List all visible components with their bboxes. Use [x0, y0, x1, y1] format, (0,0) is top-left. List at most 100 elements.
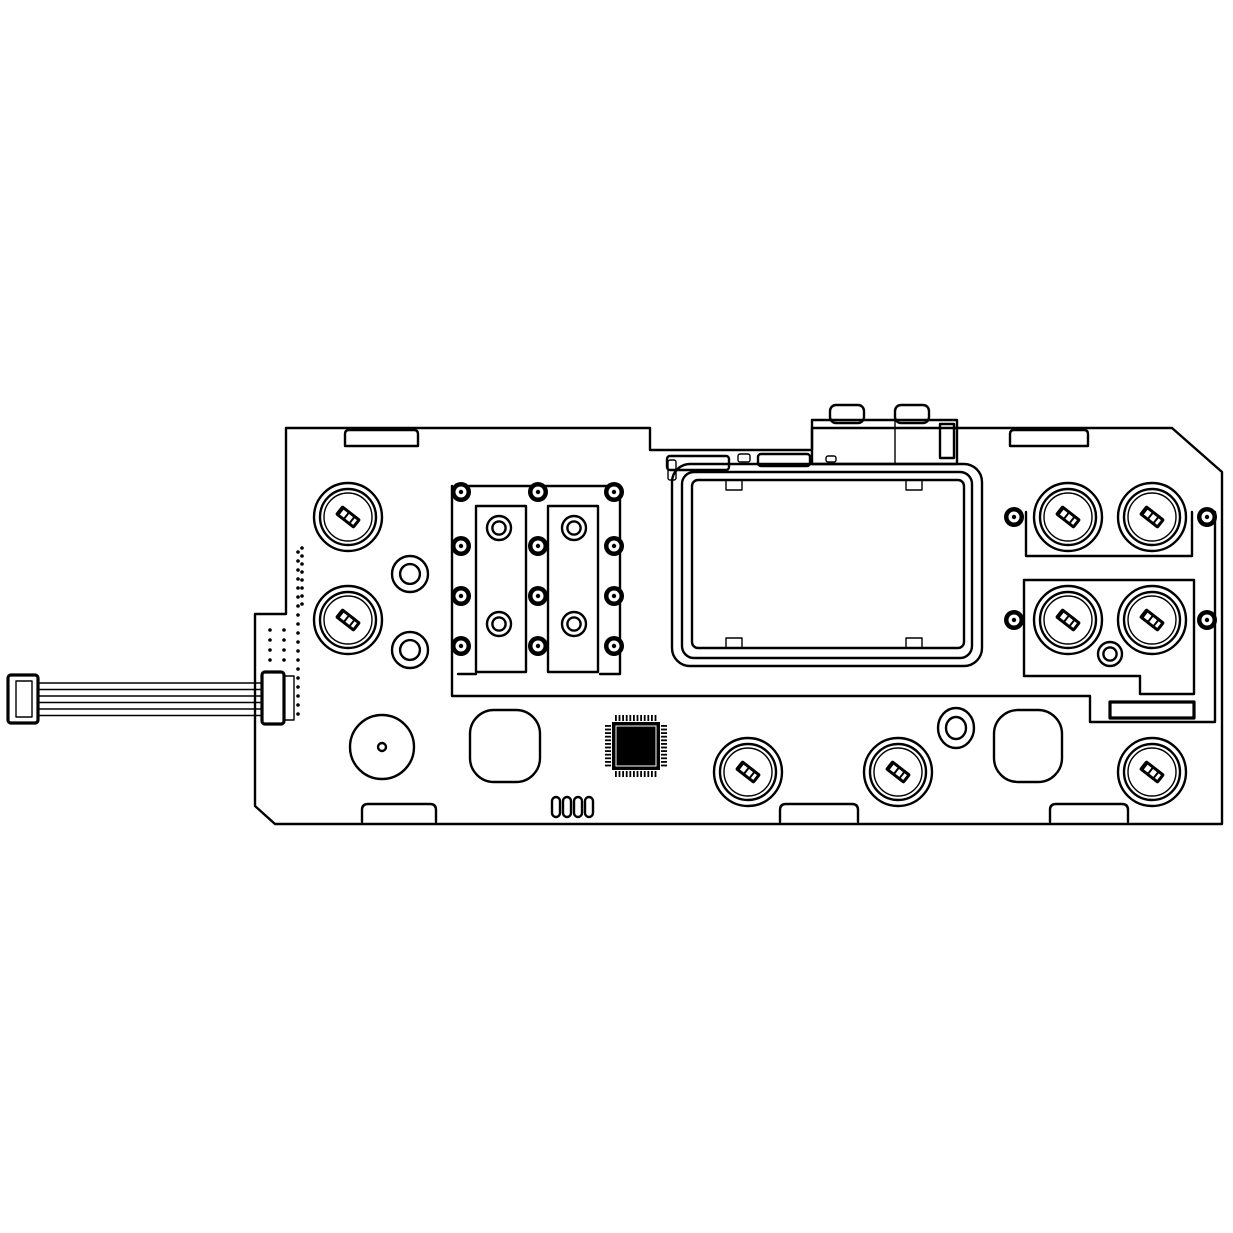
- standoff-screw-icon: [604, 586, 624, 606]
- light-guide: [936, 706, 976, 750]
- via-dot: [296, 685, 300, 689]
- display-bezel-outer: [670, 462, 984, 668]
- via-dot: [296, 604, 300, 608]
- tactile-switch-icon: [1116, 584, 1188, 656]
- via-dot: [268, 648, 272, 652]
- via-dot: [282, 648, 286, 652]
- standoff-screw-icon: [451, 636, 471, 656]
- via-dot: [282, 658, 286, 662]
- via-dot: [296, 577, 300, 581]
- tactile-switch-icon: [712, 736, 784, 808]
- test-pad: [572, 795, 584, 819]
- via-dot: [296, 622, 300, 626]
- via-dot: [296, 649, 300, 653]
- display-glass: [690, 478, 966, 650]
- led-windows: [468, 708, 1064, 784]
- light-guide-inner: [944, 715, 968, 741]
- display-clip: [905, 637, 923, 649]
- buzzer-hole: [376, 741, 388, 753]
- rear-connector-post: [893, 403, 931, 425]
- standoff-screw-icon: [604, 482, 624, 502]
- standoff-screw-icon: [451, 536, 471, 556]
- tactile-switch-icon: [1032, 481, 1104, 553]
- board-outline: [253, 426, 1224, 826]
- standoff-screw-icon: [1004, 610, 1024, 630]
- via-dot: [296, 712, 300, 716]
- plain-ring: [485, 514, 513, 542]
- bottom-edge-notches: [360, 802, 1130, 824]
- plain-ring: [560, 514, 588, 542]
- tactile-switch-icon: [1032, 584, 1104, 656]
- carrier-outline: [450, 484, 1217, 724]
- plain-ring: [485, 610, 513, 638]
- standoff-screw-icon: [528, 636, 548, 656]
- cable-plug-left: [6, 673, 40, 725]
- qfp-chip-icon: [605, 715, 667, 777]
- via-dot: [300, 602, 304, 606]
- via-dot: [268, 638, 272, 642]
- via-dot: [296, 568, 300, 572]
- standoff-screw-icon: [528, 536, 548, 556]
- via-dot: [300, 546, 304, 550]
- tactile-switches: [312, 481, 1188, 808]
- via-dot: [296, 559, 300, 563]
- cable-plug-left-inner: [15, 680, 33, 718]
- buzzer: [348, 713, 416, 781]
- via-dot: [282, 628, 286, 632]
- via-dot: [296, 613, 300, 617]
- display-bezel-mid: [680, 470, 974, 660]
- top-edge-notches: [343, 428, 1090, 448]
- tactile-switch-icon: [312, 584, 384, 656]
- display-clip: [725, 479, 743, 491]
- standoff-screw-icon: [1004, 507, 1024, 527]
- header-strip: [756, 452, 812, 468]
- standoff-screws: [451, 482, 1217, 656]
- slider-slot: [546, 504, 600, 674]
- carrier-lower: [1022, 578, 1196, 696]
- via-dot: [300, 562, 304, 566]
- edge-notch: [1048, 802, 1130, 824]
- display-clip: [905, 479, 923, 491]
- standoff-screw-icon: [1197, 507, 1217, 527]
- via-dot: [296, 694, 300, 698]
- edge-notch: [1008, 428, 1090, 448]
- via-dot: [296, 586, 300, 590]
- via-dot: [296, 658, 300, 662]
- led-window: [468, 708, 542, 784]
- plain-ring: [1096, 640, 1124, 668]
- edge-notch: [343, 428, 420, 448]
- standoff-screw-icon: [1197, 610, 1217, 630]
- connector-strip: [1108, 700, 1196, 720]
- via-dot: [268, 628, 272, 632]
- led-window: [992, 708, 1064, 784]
- tactile-switch-icon: [1116, 481, 1188, 553]
- via-dot: [300, 586, 304, 590]
- edge-notch: [360, 802, 438, 824]
- top-headers: [665, 452, 837, 481]
- buzzer-body: [348, 713, 416, 781]
- tactile-switch-icon: [312, 481, 384, 553]
- plain-ring: [390, 630, 430, 670]
- standoff-screw-icon: [451, 586, 471, 606]
- test-pad: [583, 795, 595, 819]
- ribbon-wires: [37, 682, 263, 717]
- via-dot: [300, 570, 304, 574]
- cable-plug-right: [260, 670, 286, 726]
- via-dot: [300, 578, 304, 582]
- carrier-upper: [1024, 510, 1194, 558]
- plain-ring: [560, 610, 588, 638]
- standoff-screw-icon: [604, 536, 624, 556]
- plain-ring: [390, 554, 430, 594]
- tactile-switch-icon: [862, 736, 934, 808]
- via-dot: [296, 640, 300, 644]
- via-dot: [296, 631, 300, 635]
- rear-connector-post: [828, 403, 866, 425]
- via-dot: [300, 554, 304, 558]
- standoff-screw-icon: [604, 636, 624, 656]
- light-guide-outer: [936, 706, 976, 750]
- via-dot: [296, 550, 300, 554]
- display-window: [670, 462, 984, 668]
- via-dot: [296, 676, 300, 680]
